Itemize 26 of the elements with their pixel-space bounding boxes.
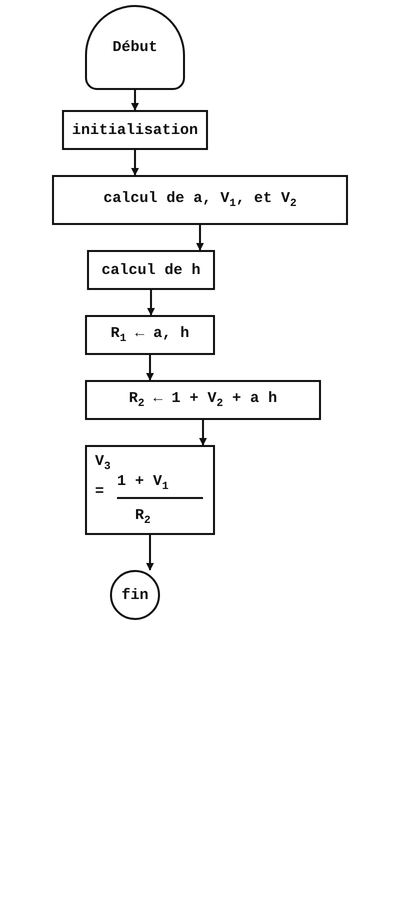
arrow	[147, 290, 155, 316]
process-box	[85, 380, 321, 420]
node-text: initialisation	[72, 122, 198, 138]
process-box	[85, 315, 215, 355]
arrow	[146, 535, 154, 571]
arrow	[196, 225, 204, 251]
terminal-shape	[85, 5, 185, 90]
arrow	[199, 420, 207, 446]
equals-sign: =	[95, 483, 104, 500]
node-text: calcul de h	[101, 262, 201, 278]
terminal-circle	[110, 570, 160, 620]
process-box	[52, 175, 348, 225]
node-text: calcul de a, V$_{1}$, et V$_{2}$	[103, 190, 297, 210]
process-box	[62, 110, 208, 150]
arrow	[131, 150, 139, 176]
arrow	[146, 355, 154, 381]
numerator-text: 1 + V$_{1}$	[117, 473, 169, 493]
node-text: R$_{1}$ ← a, h	[110, 325, 190, 345]
node-text: R$_{2}$ ← 1 + V$_{2}$ + a h	[128, 390, 278, 410]
arrow	[131, 90, 139, 111]
node-text: Début	[112, 39, 158, 56]
node-text: fin	[121, 586, 148, 604]
variable-label: V$_{3}$	[95, 453, 111, 473]
denominator-text: R$_{2}$	[135, 507, 151, 527]
process-box	[85, 445, 215, 535]
process-box	[87, 250, 215, 290]
